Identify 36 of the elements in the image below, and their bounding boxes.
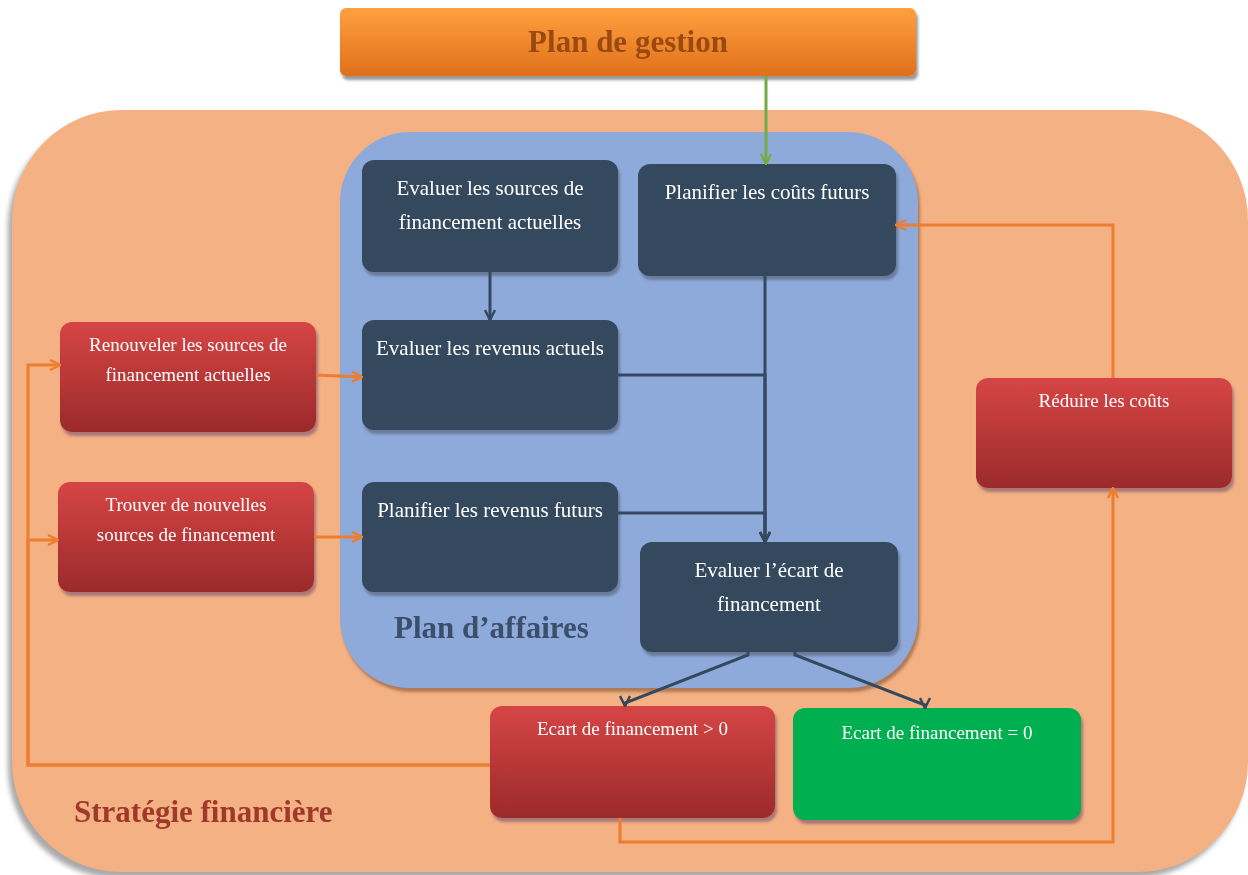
arrow xyxy=(618,486,1120,844)
box-text: Trouver de nouvelles sources de financement xyxy=(95,493,277,548)
process-box xyxy=(490,706,775,818)
arrow xyxy=(793,652,932,710)
arrow xyxy=(483,272,497,322)
arrow xyxy=(26,533,490,767)
title-bar xyxy=(340,8,916,76)
process-box xyxy=(362,160,618,272)
process-box xyxy=(793,708,1081,820)
arrow xyxy=(894,218,1115,378)
box-text: Evaluer les sources de financement actuelles xyxy=(395,175,585,236)
box-text: Ecart de financement = 0 xyxy=(840,721,1034,745)
arrow xyxy=(618,511,772,544)
arrow xyxy=(618,652,750,708)
container-panel xyxy=(340,132,918,688)
box-text: Ecart de financement > 0 xyxy=(535,717,730,741)
title-text: Plan de gestion xyxy=(528,24,728,60)
process-box xyxy=(638,164,896,276)
panel-heading: Stratégie financière xyxy=(74,794,333,830)
box-text: Evaluer les revenus actuels xyxy=(376,335,604,362)
box-text: Planifier les coûts futurs xyxy=(663,179,871,206)
panel-heading: Plan d’affaires xyxy=(394,610,589,646)
process-box xyxy=(362,482,618,592)
process-box xyxy=(362,320,618,430)
box-text: Planifier les revenus futurs xyxy=(376,497,604,524)
process-box xyxy=(640,542,898,652)
box-text: Réduire les coûts xyxy=(1037,389,1171,413)
arrow xyxy=(315,370,364,383)
process-box xyxy=(60,322,316,432)
box-text: Renouveler les sources de financement actuelles xyxy=(88,333,288,388)
container-panel xyxy=(12,110,1248,872)
box-text: Evaluer l’écart de financement xyxy=(693,557,845,618)
arrow xyxy=(314,530,364,544)
process-box xyxy=(58,482,314,592)
process-box xyxy=(976,378,1232,488)
arrow xyxy=(759,76,773,166)
